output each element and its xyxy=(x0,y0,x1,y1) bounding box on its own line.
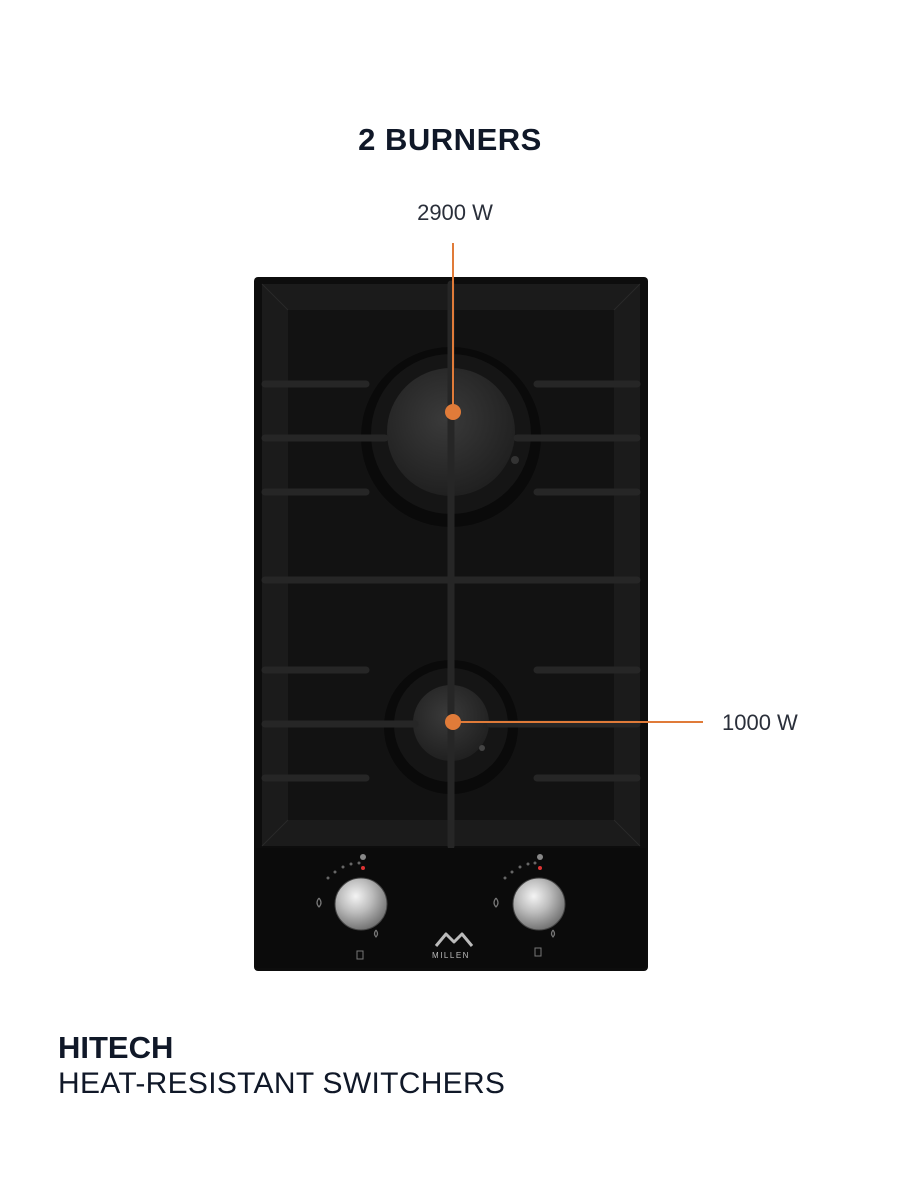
left-control-knob[interactable] xyxy=(335,878,387,930)
large-burner-power-label: 2900 W xyxy=(417,200,493,225)
left-knob-scale xyxy=(316,854,379,960)
feature-subtitle: HEAT-RESISTANT SWITCHERS xyxy=(58,1067,506,1100)
logo-text: MILLEN xyxy=(432,951,470,960)
small-burner-power-label: 1000 W xyxy=(722,710,798,735)
small-burner-callout xyxy=(445,714,703,730)
millen-logo: MILLEN xyxy=(432,932,474,960)
pan-support-grid xyxy=(261,280,641,850)
page-title: 2 BURNERS xyxy=(358,122,542,157)
feature-title: HITECH xyxy=(58,1030,174,1065)
right-control-knob[interactable] xyxy=(513,878,565,930)
right-knob-scale xyxy=(493,854,556,957)
control-panel xyxy=(256,848,646,968)
large-burner-callout xyxy=(445,243,461,420)
